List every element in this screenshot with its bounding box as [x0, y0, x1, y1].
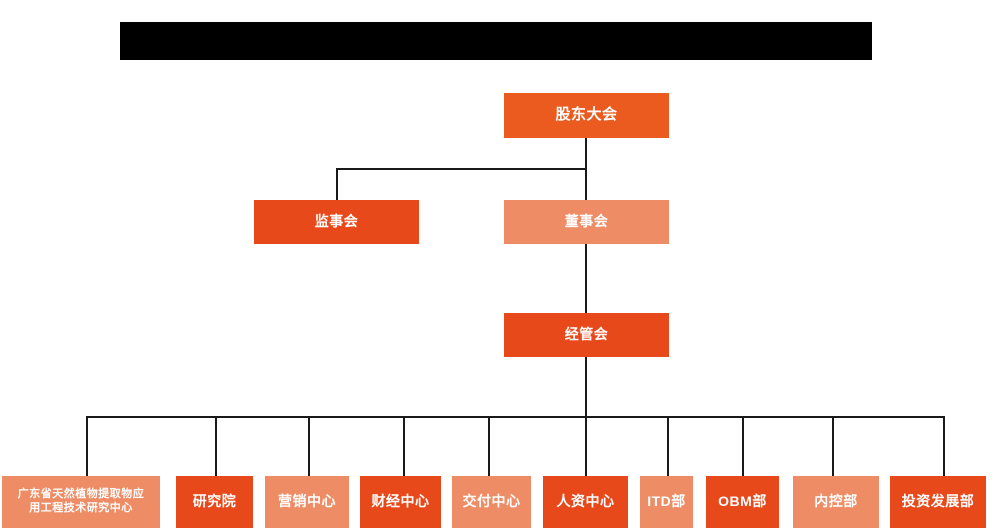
node-dept-obm[interactable]: OBM部: [706, 476, 779, 528]
node-label: 内控部: [814, 493, 858, 510]
connector-drop-dept-1: [86, 416, 88, 476]
connector-branch-to-supervisors: [336, 168, 338, 201]
node-dept-research-institute[interactable]: 研究院: [176, 476, 253, 528]
node-label: 营销中心: [278, 493, 336, 510]
connector-drop-dept-5: [488, 416, 490, 476]
node-management-committee[interactable]: 经管会: [504, 313, 669, 357]
node-label: 经管会: [564, 326, 609, 343]
connector-drop-dept-2: [215, 416, 217, 476]
node-label: 董事会: [564, 213, 609, 230]
connector-directors-to-management: [585, 244, 587, 314]
connector-drop-dept-9: [832, 416, 834, 476]
connector-drop-dept-3: [308, 416, 310, 476]
node-dept-hr-center[interactable]: 人资中心: [543, 476, 628, 528]
connector-drop-dept-10: [943, 416, 945, 476]
node-board-of-directors[interactable]: 董事会: [504, 200, 669, 244]
node-label: ITD部: [647, 493, 686, 510]
node-label: OBM部: [718, 493, 767, 510]
node-label: 财经中心: [371, 493, 430, 510]
node-dept-marketing-center[interactable]: 营销中心: [265, 476, 349, 528]
node-dept-research-center[interactable]: 广东省天然植物提取物应 用工程技术研究中心: [2, 476, 160, 528]
redacted-title-bar: [120, 22, 872, 60]
node-dept-investment-development[interactable]: 投资发展部: [890, 476, 986, 528]
connector-drop-dept-7: [667, 416, 669, 476]
node-dept-delivery-center[interactable]: 交付中心: [452, 476, 531, 528]
connector-drop-dept-8: [742, 416, 744, 476]
connector-department-bus: [86, 416, 944, 418]
connector-drop-dept-4: [403, 416, 405, 476]
node-label: 投资发展部: [901, 493, 975, 510]
node-shareholders-meeting[interactable]: 股东大会: [504, 93, 669, 138]
node-label: 人资中心: [556, 493, 615, 510]
connector-drop-dept-6: [585, 416, 587, 476]
connector-shareholders-branch-horizontal: [336, 168, 587, 170]
node-label: 研究院: [192, 493, 237, 510]
node-label: 股东大会: [555, 106, 618, 124]
node-label: 监事会: [314, 213, 359, 230]
node-label: 交付中心: [462, 493, 521, 510]
node-dept-itd[interactable]: ITD部: [640, 476, 693, 528]
node-label: 广东省天然植物提取物应 用工程技术研究中心: [17, 488, 145, 514]
node-board-of-supervisors[interactable]: 监事会: [254, 200, 419, 244]
connector-management-stem: [585, 357, 587, 417]
node-dept-finance-center[interactable]: 财经中心: [360, 476, 441, 528]
node-dept-internal-control[interactable]: 内控部: [793, 476, 879, 528]
